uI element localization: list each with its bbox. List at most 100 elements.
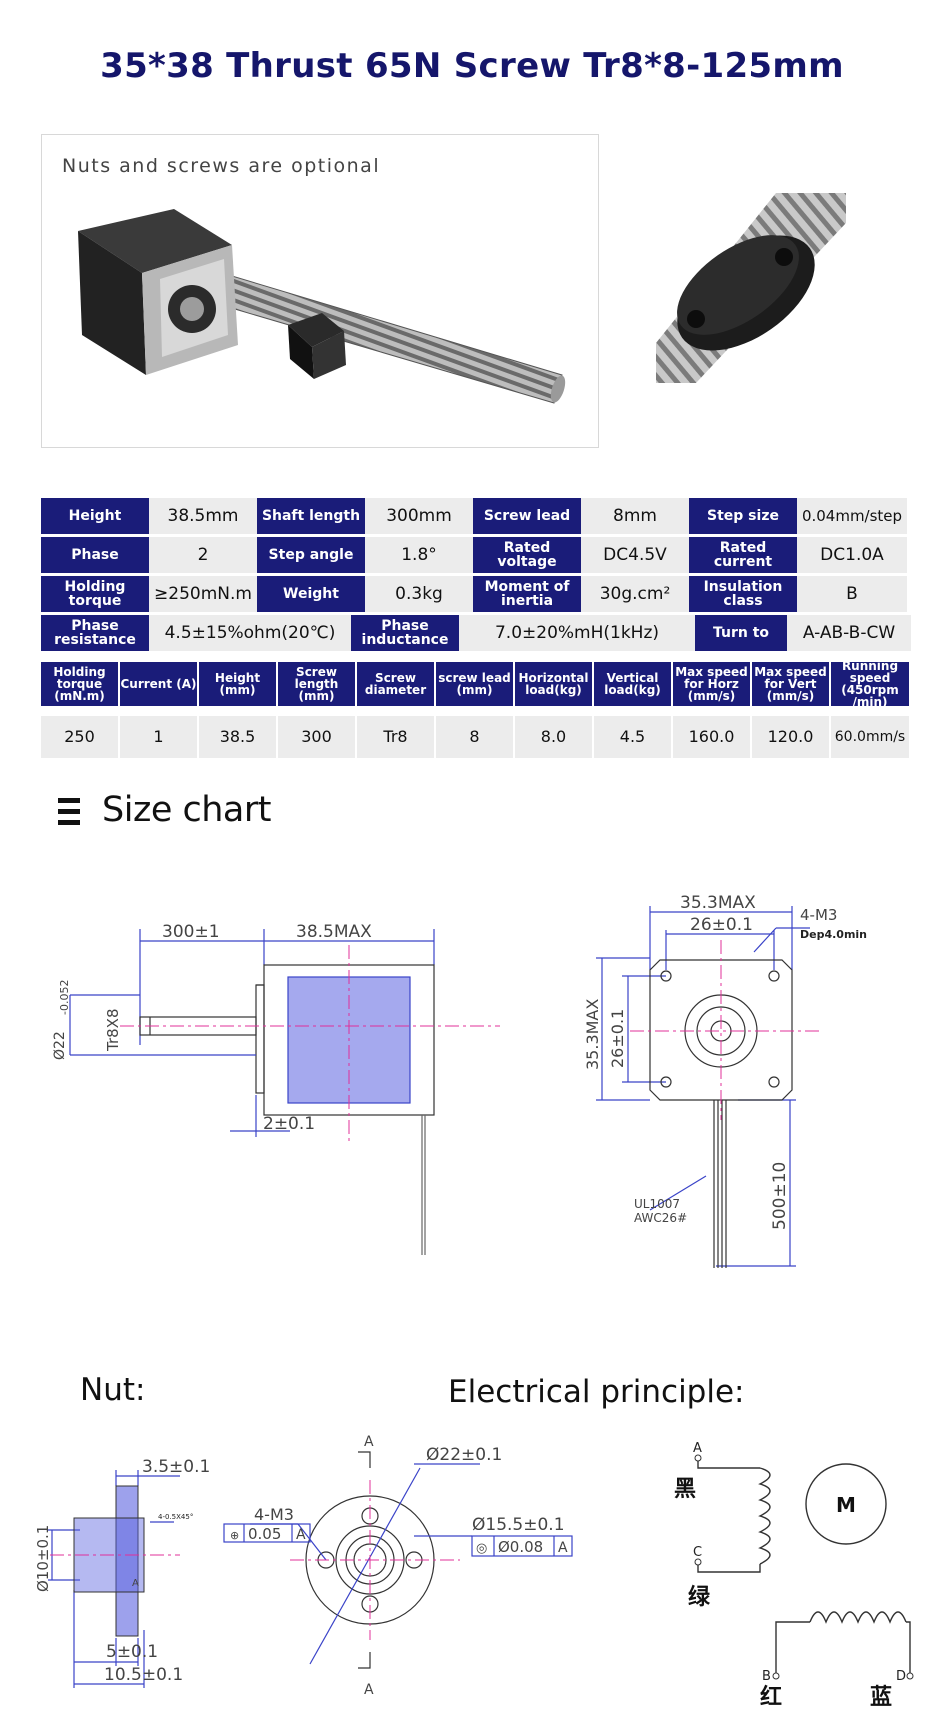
pin-b: B xyxy=(762,1669,771,1684)
hole-depth: Dep4.0min xyxy=(800,928,867,941)
thread-spec: Tr8X8 xyxy=(104,1009,122,1053)
nut-dim-outer: Ø22±0.1 xyxy=(426,1445,502,1465)
concentricity-icon: ◎ xyxy=(476,1541,487,1556)
spec-label: Insulation class xyxy=(689,576,797,612)
product-caption: Nuts and screws are optional xyxy=(62,155,381,177)
dim-shaft-length: 300±1 xyxy=(162,922,220,942)
perf-value: 8.0 xyxy=(515,716,592,758)
dim-wire-length: 500±10 xyxy=(770,1162,790,1230)
nut-dim-len1: 5±0.1 xyxy=(106,1642,158,1662)
wire-gauge: AWC26# xyxy=(634,1211,687,1225)
size-chart-title: Size chart xyxy=(102,790,271,830)
wire-black: 黑 xyxy=(674,1477,696,1502)
list-icon xyxy=(58,798,80,825)
spec-row-1: Height 38.5mm Shaft length 300mm Screw l… xyxy=(41,498,907,534)
pin-d: D xyxy=(896,1669,906,1684)
perf-value: 8 xyxy=(436,716,513,758)
spec-value: ≥250mN.m xyxy=(149,576,257,612)
performance-table: Holding torque (mN.m) Current (A) Height… xyxy=(41,660,911,758)
dim-flange-width: 35.3MAX xyxy=(680,893,756,913)
dim-diameter-tolerance: -0.052 xyxy=(58,980,71,1015)
perf-value: Tr8 xyxy=(357,716,434,758)
perf-value: 38.5 xyxy=(199,716,276,758)
dim-hole-spacing: 26±0.1 xyxy=(690,915,753,935)
nut-dim-diameter: Ø10±0.1 xyxy=(34,1525,52,1592)
spec-value: 1.8° xyxy=(365,537,473,573)
nut-tol-pos: 0.05 xyxy=(248,1525,281,1543)
product-photo-box: Nuts and screws are optional xyxy=(41,134,599,448)
perf-header: Max speed for Vert (mm/s) xyxy=(752,662,829,706)
perf-value: 1 xyxy=(120,716,197,758)
nut-front-drawing: A A 4-M3 ⊕ 0.05 A Ø22±0.1 Ø15.5±0.1 ◎ Ø0… xyxy=(223,1434,573,1698)
nut-dim-len2: 10.5±0.1 xyxy=(104,1665,183,1685)
nut-tol-ref: A xyxy=(296,1527,306,1543)
nut-label: Nut: xyxy=(80,1372,146,1408)
motor-symbol: M xyxy=(836,1493,856,1517)
spec-row-3: Holding torque ≥250mN.m Weight 0.3kg Mom… xyxy=(41,576,907,612)
spec-value: DC1.0A xyxy=(797,537,907,573)
perf-value: 160.0 xyxy=(673,716,750,758)
spec-value: DC4.5V xyxy=(581,537,689,573)
wire-green: 绿 xyxy=(688,1584,711,1610)
spec-label: Phase resistance xyxy=(41,615,149,651)
spec-value: 7.0±20%mH(1kHz) xyxy=(459,615,695,651)
spec-value: 0.3kg xyxy=(365,576,473,612)
holes-spec: 4-M3 xyxy=(800,906,837,924)
perf-header: Current (A) xyxy=(120,662,197,706)
perf-value: 4.5 xyxy=(594,716,671,758)
perf-header: Horizontal load(kg) xyxy=(515,662,592,706)
nut-datum: A xyxy=(132,1578,139,1589)
nut-section-top: A xyxy=(364,1434,374,1450)
dim-body-length: 38.5MAX xyxy=(296,922,372,942)
spec-label: Holding torque xyxy=(41,576,149,612)
spec-value: 30g.cm² xyxy=(581,576,689,612)
wire-spec: UL1007 xyxy=(634,1197,680,1211)
perf-header: Height (mm) xyxy=(199,662,276,706)
spec-label: Height xyxy=(41,498,149,534)
spec-value: A-AB-B-CW xyxy=(787,615,911,651)
spec-label: Weight xyxy=(257,576,365,612)
motor-photo xyxy=(78,209,566,404)
nut-section-bottom: A xyxy=(364,1682,374,1698)
pin-c: C xyxy=(693,1545,702,1560)
electrical-label: Electrical principle: xyxy=(448,1374,745,1410)
dim-flange-height: 35.3MAX xyxy=(583,999,602,1070)
spec-label: Screw lead xyxy=(473,498,581,534)
spec-value: B xyxy=(797,576,907,612)
side-view-drawing: 300±1 38.5MAX 2±0.1 Ø22 -0.052 Tr8X8 xyxy=(52,922,500,1255)
spec-value: 2 xyxy=(149,537,257,573)
perf-value: 60.0mm/s xyxy=(831,716,909,758)
perf-header: screw lead (mm) xyxy=(436,662,513,706)
perf-value: 250 xyxy=(41,716,118,758)
perf-header: Screw length (mm) xyxy=(278,662,355,706)
spec-value: 4.5±15%ohm(20℃) xyxy=(149,615,351,651)
nut-tol-conc-ref: A xyxy=(558,1540,568,1556)
front-view-drawing: 35.3MAX 26±0.1 4-M3 Dep4.0min 35.3MAX 26… xyxy=(583,893,867,1268)
spec-label: Shaft length xyxy=(257,498,365,534)
perf-header: Max speed for Horz (mm/s) xyxy=(673,662,750,706)
spec-value: 300mm xyxy=(365,498,473,534)
nut-holes: 4-M3 xyxy=(254,1505,294,1524)
pin-a: A xyxy=(693,1441,702,1456)
spec-label: Phase inductance xyxy=(351,615,459,651)
spec-label: Step angle xyxy=(257,537,365,573)
wire-blue: 蓝 xyxy=(870,1685,892,1710)
spec-label: Rated current xyxy=(689,537,797,573)
perf-header: Screw diameter xyxy=(357,662,434,706)
dim-diameter: Ø22 xyxy=(52,1031,68,1060)
spec-row-2: Phase 2 Step angle 1.8° Rated voltage DC… xyxy=(41,537,907,573)
perf-header: Holding torque (mN.m) xyxy=(41,662,118,706)
page-title: 35*38 Thrust 65N Screw Tr8*8-125mm xyxy=(100,46,844,86)
spec-label: Step size xyxy=(689,498,797,534)
dim-hole-spacing-v: 26±0.1 xyxy=(608,1009,627,1068)
wire-red: 红 xyxy=(760,1684,782,1710)
performance-header-row: Holding torque (mN.m) Current (A) Height… xyxy=(41,660,911,708)
spec-label: Phase xyxy=(41,537,149,573)
performance-value-row: 250 1 38.5 300 Tr8 8 8.0 4.5 160.0 120.0… xyxy=(41,716,911,758)
dim-boss: 2±0.1 xyxy=(263,1114,315,1134)
nut-dim-flange: 3.5±0.1 xyxy=(142,1457,210,1477)
nut-tol-conc: Ø0.08 xyxy=(498,1538,543,1556)
nut-side-drawing: 3.5±0.1 4-0.5X45° Ø10±0.1 A 5±0.1 10.5±0… xyxy=(34,1457,210,1688)
nut-dim-pcd: Ø15.5±0.1 xyxy=(472,1515,565,1535)
spec-label: Rated voltage xyxy=(473,537,581,573)
